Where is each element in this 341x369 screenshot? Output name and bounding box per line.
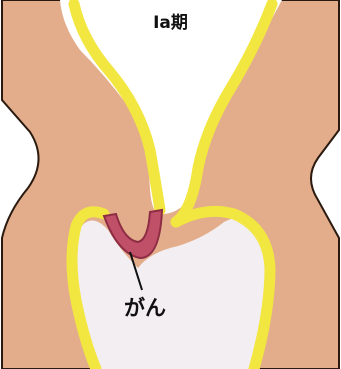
cancer-label: がん [124,292,166,322]
stage-title: Ⅰa期 [0,8,341,33]
